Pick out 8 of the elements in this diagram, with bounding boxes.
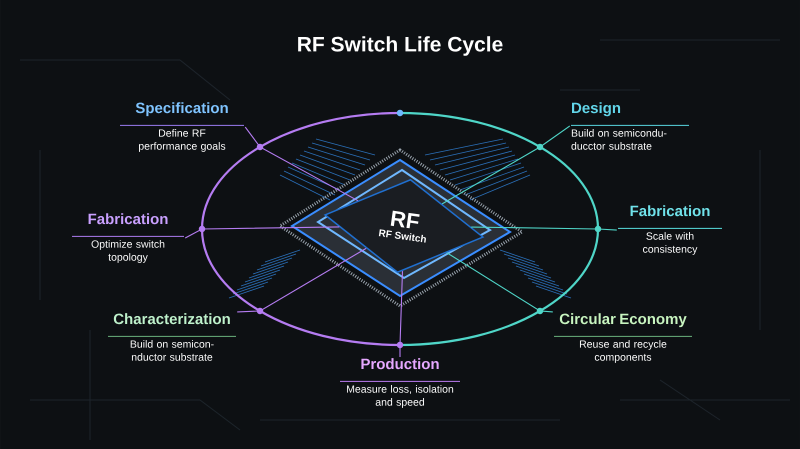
stage-label: Characterization Build on semicon- nductor substrate <box>108 313 236 361</box>
stage-label: Production Measure loss, isolation and speed <box>340 358 460 408</box>
stage-label: Fabrication Optimize switch topology <box>72 213 184 263</box>
stage-label: Design Build on semicondu- ducctor substrate <box>571 102 689 150</box>
stage-label: Specification Define RF performance goals <box>120 102 244 152</box>
stage-label: Circular Economy Reuse and recycle components <box>554 313 692 363</box>
title: RF Switch Life Cycle <box>298 36 503 56</box>
stage-label: Fabrication Scale with consistency <box>618 205 722 255</box>
